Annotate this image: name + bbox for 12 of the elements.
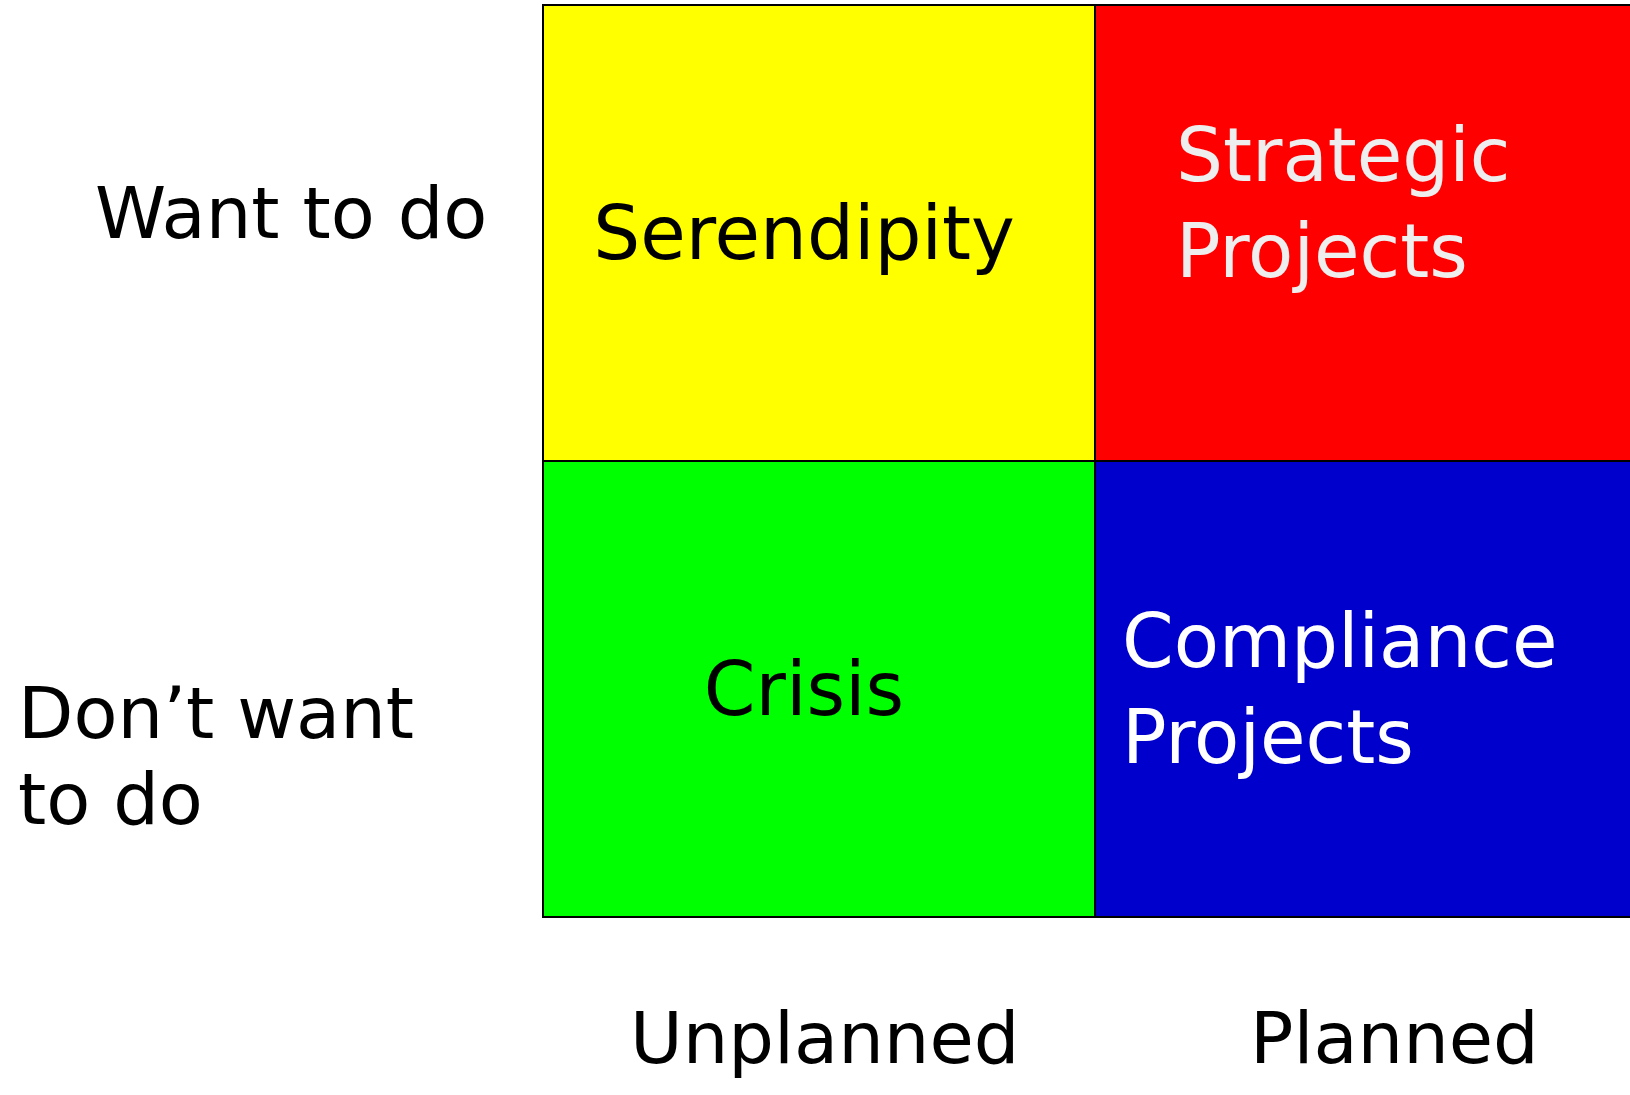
- row-label: Don’t want to do: [18, 670, 415, 843]
- quadrant-box: [542, 4, 1096, 462]
- row-label: Want to do: [95, 170, 488, 257]
- quadrant-label: Compliance Projects: [1122, 596, 1559, 782]
- quadrant-box: [542, 460, 1096, 918]
- column-label: Unplanned: [630, 995, 1020, 1082]
- quadrant-label: Crisis: [703, 644, 905, 734]
- quadrant-label: Strategic Projects: [1176, 110, 1512, 296]
- quadrant-label: Serendipity: [593, 188, 1015, 278]
- quadrant-box: [1094, 460, 1630, 918]
- quadrant-box: [1094, 4, 1630, 462]
- column-label: Planned: [1250, 995, 1539, 1082]
